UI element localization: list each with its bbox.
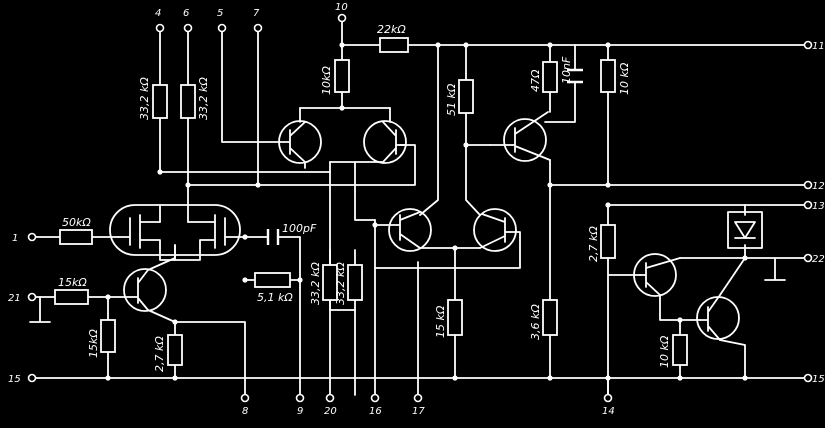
wires <box>29 17 806 396</box>
label-r-22k: 22kΩ <box>377 23 406 36</box>
label-r-33k-d: 33,2 kΩ <box>334 262 347 305</box>
transistor-lower-right <box>473 208 517 252</box>
label-r-2k7-b: 2,7 kΩ <box>587 226 600 262</box>
terminal-21[interactable] <box>27 292 37 302</box>
label-r-3k6: 3,6 kΩ <box>529 304 542 340</box>
resistor-15k-mid <box>447 299 463 336</box>
resistor-33k-a <box>152 84 168 119</box>
pin-label-9: 9 <box>297 406 303 417</box>
pin-label-7: 7 <box>253 8 260 19</box>
label-r-10k-top: 10kΩ <box>320 66 333 95</box>
terminal-20[interactable] <box>325 393 335 403</box>
resistor-47 <box>542 61 558 93</box>
pin-label-5: 5 <box>217 8 223 19</box>
transistor-darlington-a <box>633 253 677 297</box>
label-r-33k-b: 33,2 kΩ <box>197 77 210 120</box>
terminal-14[interactable] <box>603 393 613 403</box>
pin-label-6: 6 <box>183 8 189 19</box>
pin-label-13: 13 <box>812 201 825 212</box>
terminal-1[interactable] <box>27 232 37 242</box>
resistor-10k-top <box>334 59 350 93</box>
terminal-13[interactable] <box>803 200 813 210</box>
resistor-10k-right <box>600 59 616 93</box>
terminal-16[interactable] <box>370 393 380 403</box>
pin-label-10: 10 <box>335 2 348 13</box>
resistor-15k-vert <box>100 319 116 353</box>
resistor-50k <box>59 229 93 245</box>
resistor-3k6 <box>542 299 558 336</box>
label-r-51k: 51 kΩ <box>445 83 458 116</box>
terminal-5[interactable] <box>217 23 227 33</box>
resistor-33k-c <box>322 264 338 301</box>
label-r-5k1: 5,1 kΩ <box>257 291 293 304</box>
component-labels: 50kΩ 33,2 kΩ 33,2 kΩ 10kΩ 22kΩ 51 kΩ 47Ω… <box>58 23 671 372</box>
terminal-10[interactable] <box>337 13 347 23</box>
transistor-input <box>123 268 167 312</box>
pin-label-15-right: 15 <box>812 374 825 385</box>
label-r-in: 50kΩ <box>62 216 91 229</box>
label-r-47: 47Ω <box>529 69 542 92</box>
label-r-15k-vert: 15kΩ <box>87 329 100 358</box>
diode <box>727 211 763 249</box>
label-r-2k7-a: 2,7 kΩ <box>153 336 166 372</box>
label-r-33k-a: 33,2 kΩ <box>138 77 151 120</box>
terminal-6[interactable] <box>183 23 193 33</box>
capacitors <box>266 68 583 245</box>
pin-label-11: 11 <box>812 41 825 52</box>
resistor-5k1 <box>254 272 291 288</box>
terminal-8[interactable] <box>240 393 250 403</box>
transistor-right-upper <box>503 118 547 162</box>
label-r-15k-mid: 15 kΩ <box>434 305 447 338</box>
resistor-33k-d <box>347 264 363 301</box>
junctions <box>105 42 748 381</box>
resistor-22k <box>379 37 409 53</box>
resistor-33k-b <box>180 84 196 119</box>
pin-label-4: 4 <box>155 8 161 19</box>
resistor-2k7-a <box>167 334 183 366</box>
capacitor-100pf <box>266 229 280 245</box>
resistor-10k-b <box>672 334 688 366</box>
pin-label-12: 12 <box>812 181 825 192</box>
terminal-15-right[interactable] <box>803 373 813 383</box>
transistor-upper-left <box>278 120 322 164</box>
label-c-100p: 100pF <box>282 222 317 235</box>
transistors <box>123 111 740 341</box>
terminal-15-left[interactable] <box>27 373 37 383</box>
pin-label-14: 14 <box>602 406 615 417</box>
transistor-upper-right <box>363 120 407 164</box>
transistor-lower-left <box>388 208 432 252</box>
pin-label-16: 16 <box>369 406 382 417</box>
label-r-10k-right: 10 kΩ <box>618 62 631 95</box>
pin-label-22: 22 <box>812 254 825 265</box>
transistor-darlington-b <box>696 296 740 340</box>
label-c-10n: 10nF <box>560 56 573 84</box>
resistor-2k7-b <box>600 224 616 259</box>
pin-label-17: 17 <box>412 406 425 417</box>
pin-label-8: 8 <box>242 406 248 417</box>
label-r-15k-in: 15kΩ <box>58 276 87 289</box>
terminal-11[interactable] <box>803 40 813 50</box>
label-r-33k-c: 33,2 kΩ <box>309 262 322 305</box>
resistor-15k-in <box>54 289 89 305</box>
terminal-4[interactable] <box>155 23 165 33</box>
resistor-51k <box>458 79 474 114</box>
pin-label-15-left: 15 <box>8 374 21 385</box>
resistors <box>54 37 688 366</box>
terminal-17[interactable] <box>413 393 423 403</box>
terminals <box>27 13 813 403</box>
pin-label-1: 1 <box>12 233 18 244</box>
terminal-9[interactable] <box>295 393 305 403</box>
pin-label-21: 21 <box>8 293 21 304</box>
pin-labels: 4 6 5 7 10 11 12 13 22 15 1 21 15 8 9 20… <box>8 2 825 417</box>
label-r-10k-b: 10 kΩ <box>658 335 671 368</box>
terminal-7[interactable] <box>253 23 263 33</box>
terminal-12[interactable] <box>803 180 813 190</box>
terminal-22[interactable] <box>803 253 813 263</box>
pin-label-20: 20 <box>324 406 337 417</box>
dual-fet <box>109 204 241 261</box>
capacitor-10nf <box>567 68 583 84</box>
